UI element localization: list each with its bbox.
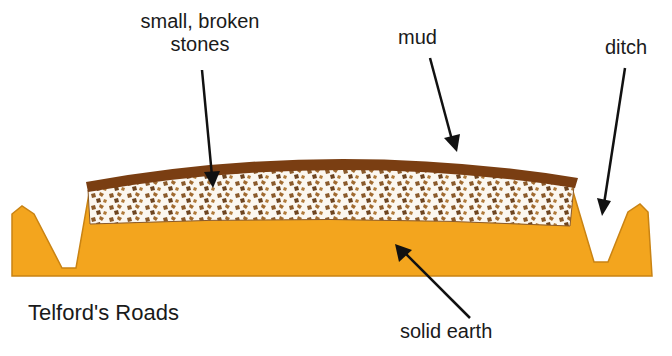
mud-layer	[86, 159, 578, 192]
earth-label: solid earth	[400, 320, 580, 343]
ditch-label: ditch	[605, 36, 667, 59]
caption: Telford's Roads	[28, 300, 288, 325]
leader-lines	[202, 58, 625, 318]
mud-label: mud	[398, 26, 478, 49]
stones-label: small, broken stones	[110, 10, 290, 56]
